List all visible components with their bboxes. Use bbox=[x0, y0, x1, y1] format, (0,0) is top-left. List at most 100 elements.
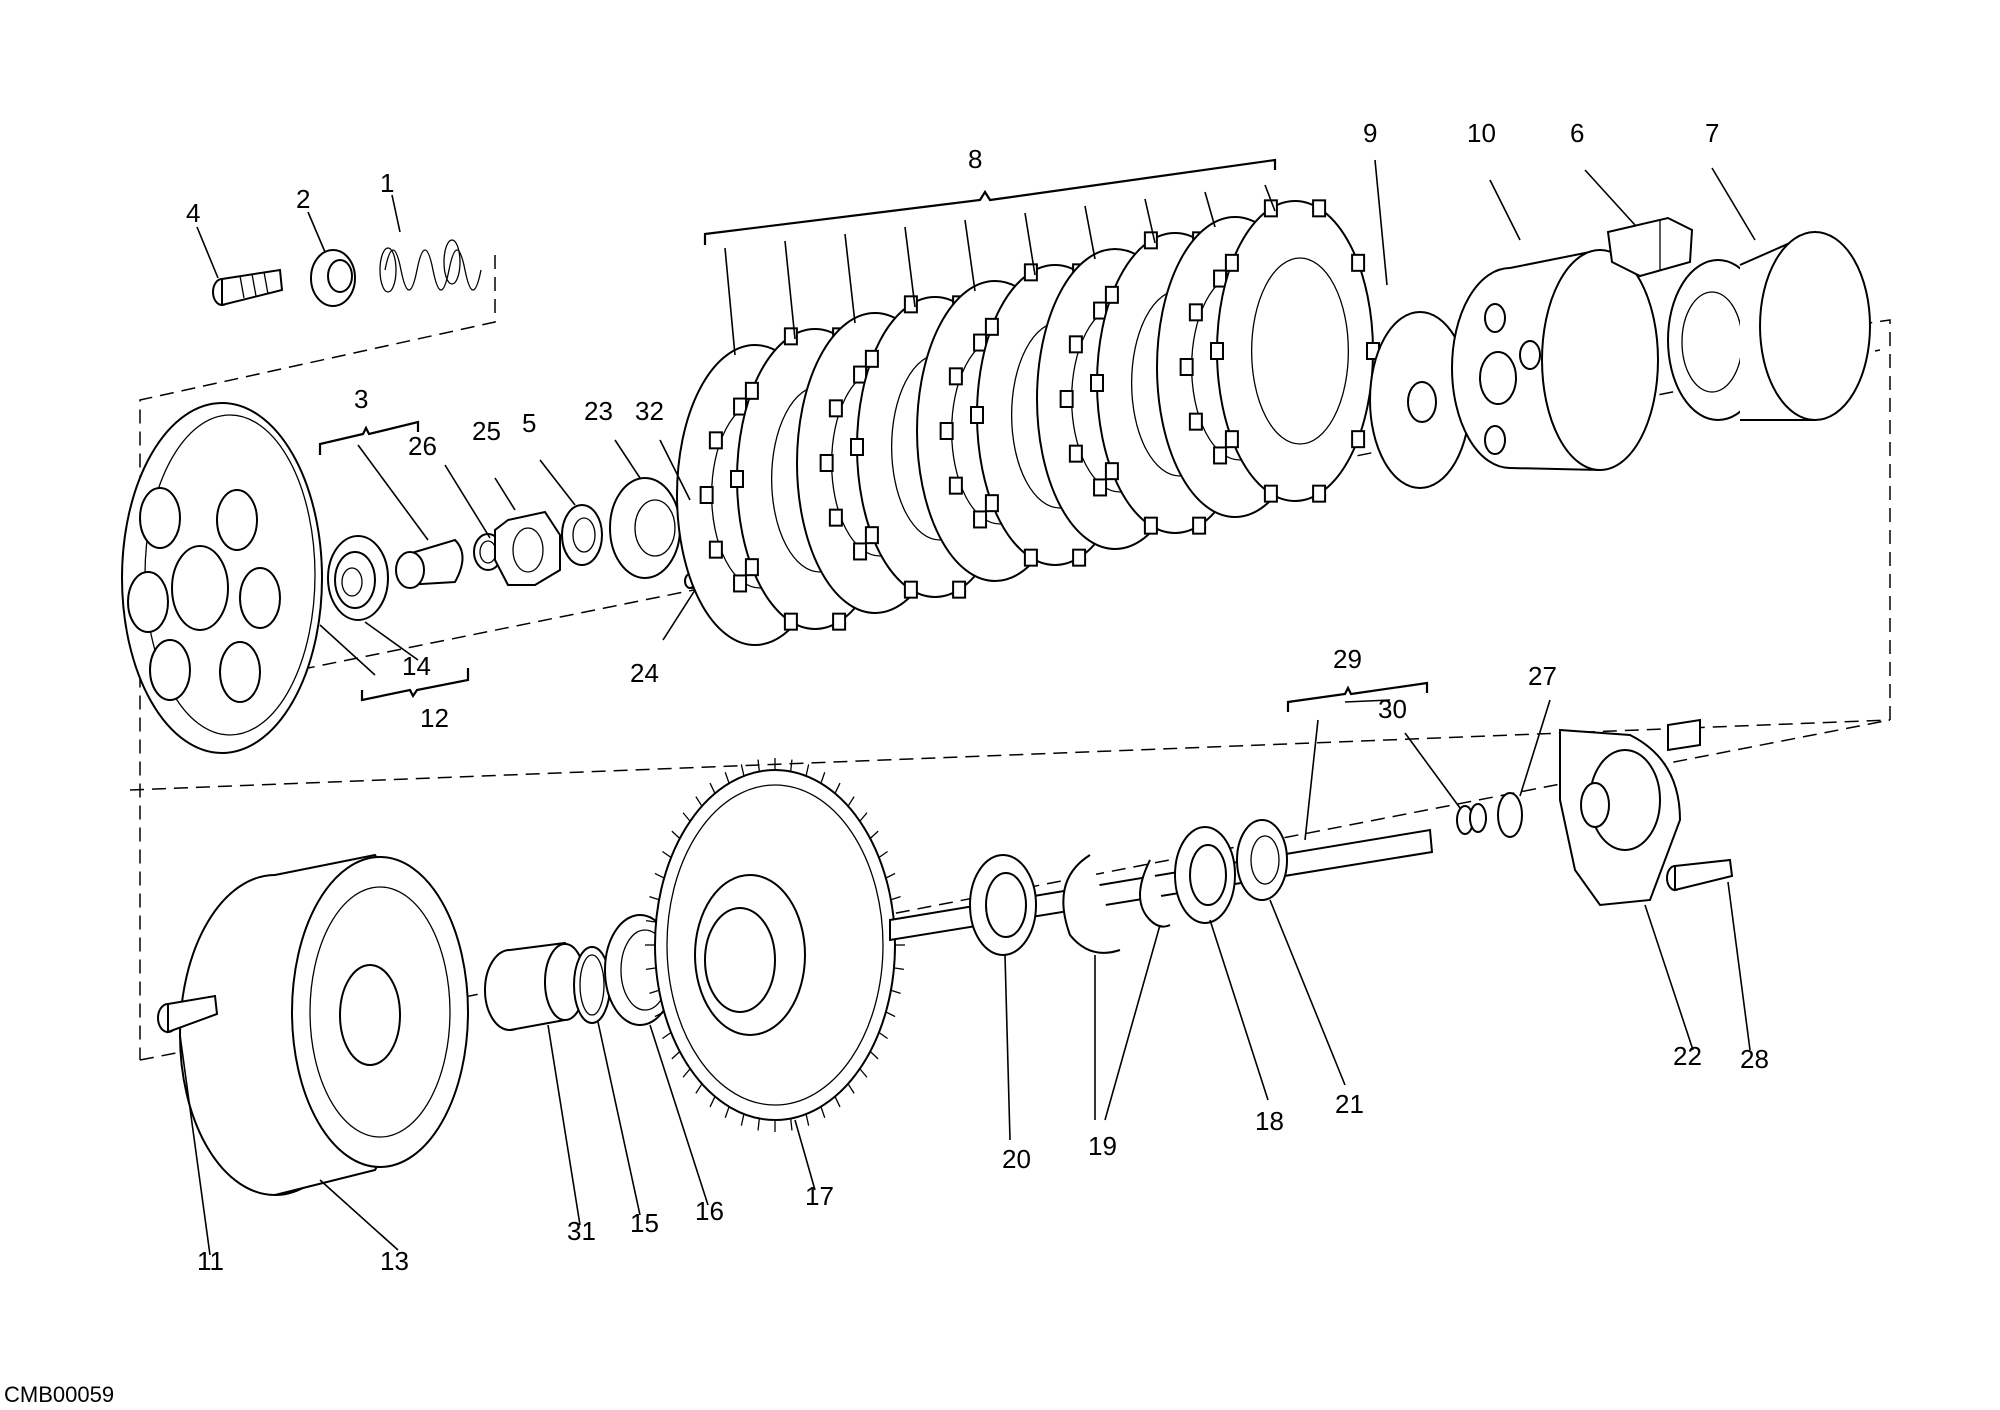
label-9: 9 bbox=[1363, 118, 1377, 148]
plate-leader-line bbox=[1144, 198, 1156, 244]
plate-tab bbox=[984, 317, 999, 336]
label-26: 26 bbox=[408, 431, 437, 461]
plate-tab bbox=[1104, 462, 1119, 481]
part-21-bushing bbox=[1236, 819, 1288, 901]
gear-tooth bbox=[724, 1106, 730, 1118]
plate-tab bbox=[744, 558, 759, 577]
plate-tab bbox=[1059, 390, 1074, 408]
gear-tooth bbox=[671, 1051, 681, 1060]
upper-assembly bbox=[121, 199, 1871, 754]
label-15: 15 bbox=[630, 1208, 659, 1238]
part-19-circlip bbox=[1062, 854, 1171, 954]
gear-tooth bbox=[654, 872, 665, 879]
plate-tab bbox=[1104, 285, 1119, 304]
plate-tab bbox=[828, 508, 843, 527]
plate-tab bbox=[783, 612, 798, 631]
gear-tooth bbox=[834, 782, 841, 794]
callout-labels: 4 2 1 3 26 25 5 23 32 8 9 10 6 7 14 12 2… bbox=[4, 118, 1769, 1407]
gear-tooth bbox=[805, 1113, 810, 1126]
part-27-circlip bbox=[1497, 792, 1523, 838]
label-11: 11 bbox=[197, 1246, 224, 1276]
gear-tooth bbox=[695, 796, 703, 807]
plate-tab bbox=[1312, 199, 1327, 218]
gear-tooth bbox=[682, 1068, 691, 1078]
plate-leader-line bbox=[1024, 212, 1036, 276]
gear-tooth bbox=[847, 796, 855, 807]
label-27: 27 bbox=[1528, 661, 1557, 691]
plate-tab bbox=[864, 526, 879, 545]
plate-tab bbox=[744, 381, 759, 400]
part-5-washer bbox=[561, 504, 603, 566]
label-20: 20 bbox=[1002, 1144, 1031, 1174]
label-4: 4 bbox=[186, 198, 200, 228]
plate-tab bbox=[984, 494, 999, 513]
plate-leader-line bbox=[1264, 184, 1276, 212]
gear-tooth bbox=[847, 1083, 855, 1094]
label-14: 14 bbox=[402, 651, 431, 681]
part-31-bushing bbox=[484, 941, 586, 1031]
plate-tab bbox=[730, 470, 744, 488]
plate-tab bbox=[708, 431, 723, 450]
gear-tooth bbox=[740, 764, 745, 777]
label-22: 22 bbox=[1673, 1041, 1702, 1071]
part-2-washer bbox=[310, 249, 356, 307]
label-28: 28 bbox=[1740, 1044, 1769, 1074]
gear-tooth bbox=[724, 772, 730, 784]
label-17: 17 bbox=[805, 1181, 834, 1211]
plate-tab bbox=[828, 399, 843, 418]
gear-tooth bbox=[790, 759, 793, 772]
label-10: 10 bbox=[1467, 118, 1496, 148]
gear-tooth bbox=[834, 1096, 841, 1108]
gear-tooth bbox=[820, 1106, 826, 1118]
plate-leader-line bbox=[904, 226, 916, 308]
gear-tooth bbox=[757, 1118, 760, 1131]
part-14-bearing bbox=[327, 535, 389, 621]
part-20-bearing bbox=[969, 854, 1037, 956]
gear-tooth bbox=[878, 1031, 888, 1040]
plate-tab bbox=[1068, 335, 1083, 354]
gear-tooth bbox=[695, 1083, 703, 1094]
gear-tooth bbox=[682, 812, 691, 822]
plate-tab bbox=[1351, 430, 1366, 449]
gear-tooth bbox=[740, 1113, 745, 1126]
plate-tab bbox=[1023, 548, 1038, 567]
plate-leader-line bbox=[844, 233, 856, 324]
label-8: 8 bbox=[968, 144, 982, 174]
gear-tooth bbox=[885, 1011, 896, 1018]
gear-tooth bbox=[893, 967, 904, 971]
plate-leader-line bbox=[1204, 191, 1216, 228]
plate-tab bbox=[1179, 358, 1194, 376]
gear-tooth bbox=[709, 1096, 716, 1108]
gear-tooth bbox=[869, 1051, 879, 1060]
part-7-cover-cap bbox=[1667, 230, 1871, 421]
part-1-spring bbox=[379, 239, 482, 293]
label-5: 5 bbox=[522, 408, 536, 438]
plate-tab bbox=[1072, 548, 1087, 567]
part-11-bolt bbox=[157, 994, 219, 1034]
part-15-o-ring bbox=[573, 946, 611, 1024]
gear-tooth bbox=[654, 1011, 665, 1018]
plate-tab bbox=[1143, 516, 1158, 535]
label-1: 1 bbox=[380, 168, 394, 198]
part-30-seals bbox=[1456, 803, 1487, 835]
plate-tab bbox=[1224, 253, 1239, 272]
plate-tab bbox=[853, 542, 868, 561]
part-23-ring bbox=[609, 477, 681, 579]
plate-tab bbox=[1210, 342, 1224, 360]
plate-tab bbox=[1213, 446, 1228, 465]
part-10-clutch-hub bbox=[1451, 248, 1659, 472]
plate-tab bbox=[1192, 516, 1207, 535]
label-23: 23 bbox=[584, 396, 613, 426]
plate-leader-line bbox=[1084, 205, 1096, 260]
part-18-bearing bbox=[1174, 826, 1236, 924]
plate-tab bbox=[903, 580, 918, 599]
label-29: 29 bbox=[1333, 644, 1362, 674]
gear-tooth bbox=[662, 850, 672, 859]
gear-tooth bbox=[885, 872, 896, 879]
part-25-nut bbox=[494, 510, 561, 586]
part-12-pressure-plate bbox=[121, 402, 323, 754]
gear-tooth bbox=[878, 850, 888, 859]
plate-leader-line bbox=[964, 219, 976, 292]
plate-tab bbox=[1068, 444, 1083, 463]
label-13: 13 bbox=[380, 1246, 409, 1276]
